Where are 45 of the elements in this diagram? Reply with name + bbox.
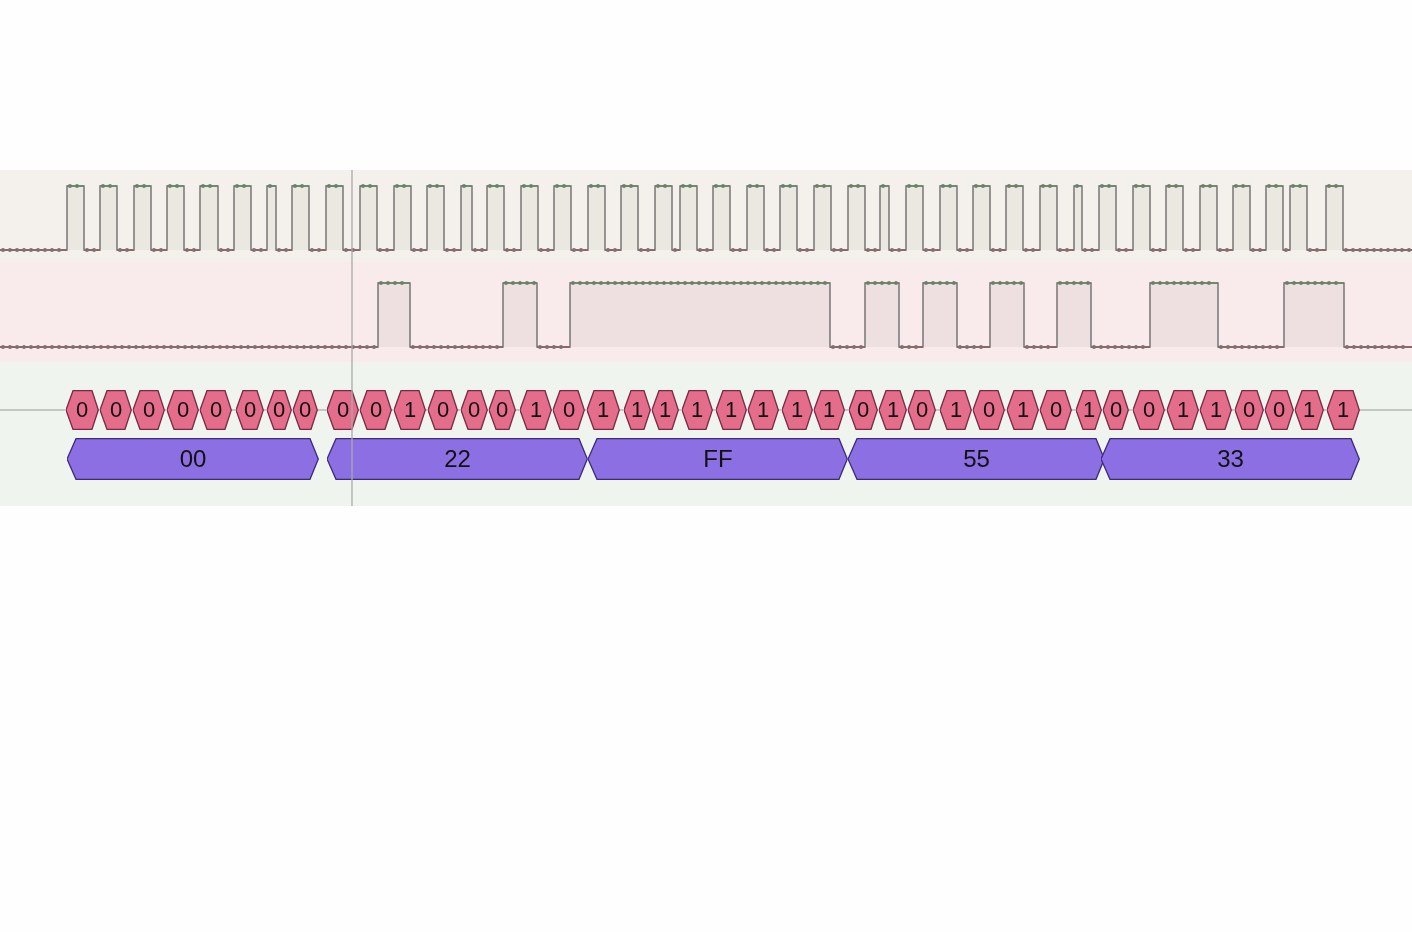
bit-value-hexagon: 0: [428, 390, 458, 430]
bit-value-hexagon: 1: [1167, 390, 1199, 430]
bit-value-hexagon: 1: [623, 390, 651, 430]
bit-value-hexagon: 0: [1234, 390, 1264, 430]
bit-value-hexagon: 0: [360, 390, 392, 430]
bit-value-hexagon: 0: [460, 390, 488, 430]
bit-value-hexagon: 1: [747, 390, 779, 430]
bit-value-hexagon: 1: [1326, 390, 1360, 430]
bit-value-hexagon: 1: [1294, 390, 1324, 430]
bit-value-hexagon: 1: [1076, 390, 1102, 430]
bit-value-hexagon: 1: [813, 390, 845, 430]
bit-value-hexagon: 0: [133, 390, 165, 430]
bit-value-hexagon: 0: [908, 390, 936, 430]
bit-value-hexagon: 0: [973, 390, 1005, 430]
bit-value-hexagon: 0: [266, 390, 292, 430]
bit-value-hexagon: 1: [520, 390, 552, 430]
bit-value-hexagon: 1: [394, 390, 426, 430]
bit-value-hexagon: 0: [236, 390, 264, 430]
byte-value-band: 00: [67, 438, 319, 480]
byte-value-band: 33: [1101, 438, 1360, 480]
bit-value-hexagon: 1: [1200, 390, 1232, 430]
bit-value-hexagon: 0: [167, 390, 199, 430]
bit-value-hexagon: 0: [488, 390, 516, 430]
bit-value-hexagon: 1: [586, 390, 620, 430]
byte-value-band: 55: [848, 438, 1105, 480]
bit-value-hexagon: 0: [1133, 390, 1165, 430]
bit-value-hexagon: 0: [1040, 390, 1072, 430]
bit-value-hexagon: 1: [681, 390, 713, 430]
byte-value-band: FF: [588, 438, 848, 480]
bit-value-hexagon: 0: [200, 390, 232, 430]
bit-value-hexagon: 0: [1103, 390, 1129, 430]
bit-value-hexagon: 1: [940, 390, 972, 430]
bit-value-hexagon: 1: [781, 390, 813, 430]
bit-value-hexagon: 1: [715, 390, 747, 430]
bit-value-hexagon: 0: [848, 390, 878, 430]
bit-value-hexagon: 0: [292, 390, 318, 430]
bit-value-hexagon: 1: [1007, 390, 1039, 430]
bit-value-hexagon: 1: [879, 390, 907, 430]
byte-value-band: 22: [327, 438, 588, 480]
bit-value-hexagon: 0: [327, 390, 359, 430]
bit-value-hexagon: 0: [1264, 390, 1294, 430]
bit-value-hexagon: 0: [553, 390, 585, 430]
bit-value-hexagon: 1: [651, 390, 679, 430]
bit-value-hexagon: 0: [65, 390, 99, 430]
bit-value-hexagon: 0: [100, 390, 132, 430]
